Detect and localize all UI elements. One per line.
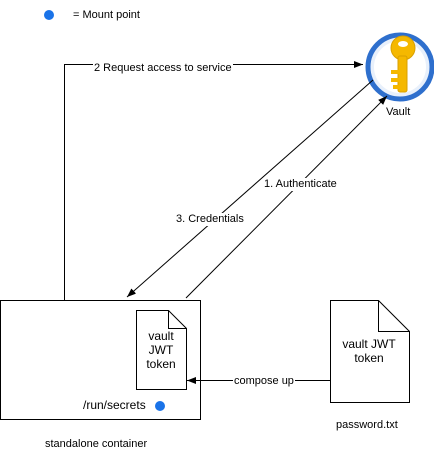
password-file-label: password.txt <box>336 419 398 431</box>
edge-request-access <box>64 61 363 300</box>
container-token-text: vault JWT token <box>138 329 184 371</box>
edge-label-credentials: 3. Credentials <box>175 213 245 226</box>
vault-label: Vault <box>386 106 411 118</box>
password-doc-line-2: token <box>354 351 384 365</box>
edge-credentials <box>126 79 374 298</box>
container-token-line-2: JWT <box>148 343 174 357</box>
legend-mount-dot <box>44 10 54 20</box>
container-label: standalone container <box>45 438 148 450</box>
vault-icon <box>365 32 434 102</box>
legend-label: = Mount point <box>73 9 140 21</box>
password-document <box>330 300 410 403</box>
edge-label-authenticate: 1. Authenticate <box>263 178 338 191</box>
edge-authenticate <box>185 95 388 299</box>
password-doc-line-1: vault JWT <box>342 337 396 351</box>
mount-path-label: /run/secrets <box>83 398 146 412</box>
password-doc-text: vault JWT token <box>332 337 406 365</box>
edge-label-compose: compose up <box>233 375 295 388</box>
password-document-fold <box>378 300 410 332</box>
container-token-fold <box>168 310 187 329</box>
container-token-document <box>136 310 187 390</box>
container-token-line-3: token <box>146 357 176 371</box>
edge-label-request: 2 Request access to service <box>93 62 233 75</box>
mount-point-dot <box>155 401 165 411</box>
container-token-line-1: vault <box>148 329 174 343</box>
